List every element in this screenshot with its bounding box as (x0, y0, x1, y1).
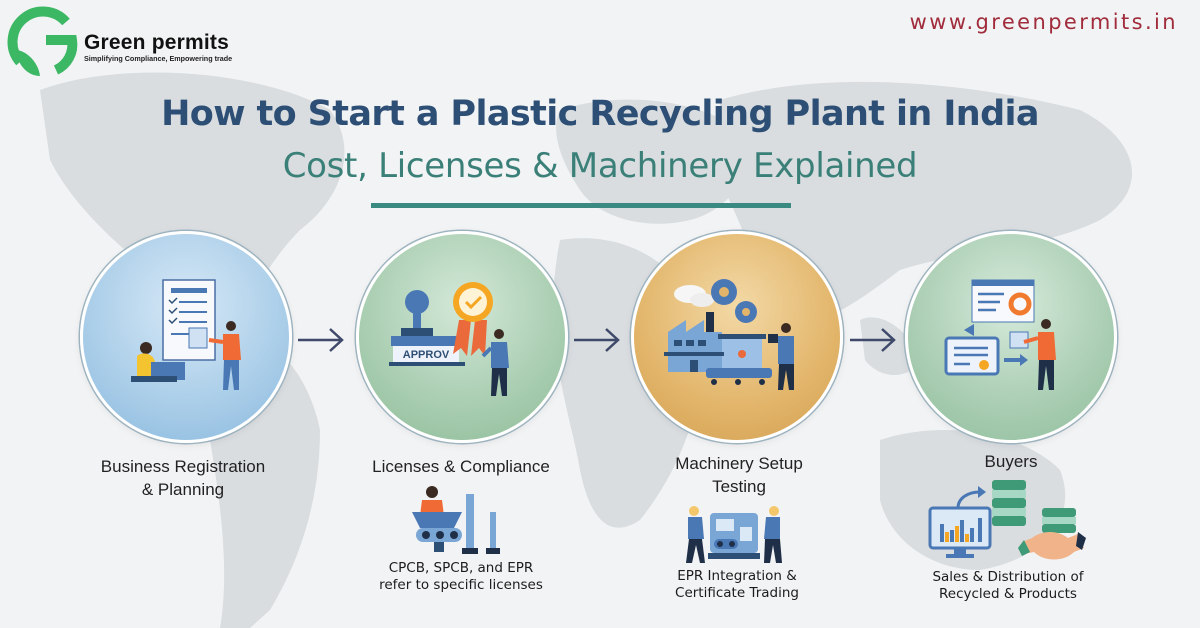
step-2-desc-line2: refer to specific licenses (379, 577, 543, 593)
brand-logo[interactable]: Green permits Simplifying Compliance, Em… (6, 6, 232, 82)
step-3-description: EPR Integration & Certificate Trading (632, 568, 842, 602)
step-4-title-line1: Buyers (984, 452, 1038, 471)
approval-stamp-icon: APPROV (389, 282, 509, 396)
dashboard-certificate-icon (944, 279, 1056, 390)
step-3-title: Machinery Setup Testing (628, 452, 850, 498)
step-4-desc-line1: Sales & Distribution of (932, 569, 1084, 585)
green-permits-g-logo-icon (7, 6, 78, 76)
arrow-right-icon (574, 328, 620, 352)
step-1-title: Business Registration & Planning (72, 455, 294, 501)
arrow-right-icon (298, 328, 344, 352)
step-3-circle (631, 231, 843, 443)
machinery-testing-icon (686, 506, 782, 563)
document-planning-icon (131, 279, 241, 390)
page-subtitle: Cost, Licenses & Machinery Explained (282, 146, 918, 186)
shredder-machine-icon (412, 486, 500, 554)
stamp-text: APPROV (403, 349, 450, 361)
step-3-title-line2: Testing (712, 477, 766, 496)
step-2-title: Licenses & Compliance (350, 455, 572, 478)
step-1-title-line1: Business Registration (100, 457, 266, 476)
step-2-title-line1: Licenses & Compliance (372, 457, 550, 476)
factory-gears-icon (664, 279, 794, 390)
website-link[interactable]: www.greenpermits.in (909, 10, 1178, 34)
step-3-title-line1: Machinery Setup (675, 454, 803, 473)
step-1-title-line2: & Planning (141, 480, 225, 499)
step-2-desc-line1: CPCB, SPCB, and EPR (388, 560, 534, 576)
step-4-circle (905, 231, 1117, 443)
step-4-description: Sales & Distribution of Recycled & Produ… (895, 569, 1121, 603)
step-1-circle (80, 231, 292, 443)
step-2-circle: APPROV (356, 231, 568, 443)
brand-name: Green permits (84, 31, 229, 54)
brand-tagline: Simplifying Compliance, Empowering trade (84, 54, 233, 63)
sales-distribution-icon (928, 480, 1086, 560)
title-underline-divider (371, 203, 791, 208)
page-title: How to Start a Plastic Recycling Plant i… (161, 94, 1039, 134)
step-4-desc-line2: Recycled & Products (939, 586, 1077, 602)
step-3-desc-line2: Certificate Trading (675, 585, 799, 601)
step-4-title: Buyers (900, 450, 1122, 473)
step-2-description: CPCB, SPCB, and EPR refer to specific li… (350, 560, 572, 594)
arrow-right-icon (850, 328, 896, 352)
step-3-desc-line1: EPR Integration & (677, 568, 797, 584)
